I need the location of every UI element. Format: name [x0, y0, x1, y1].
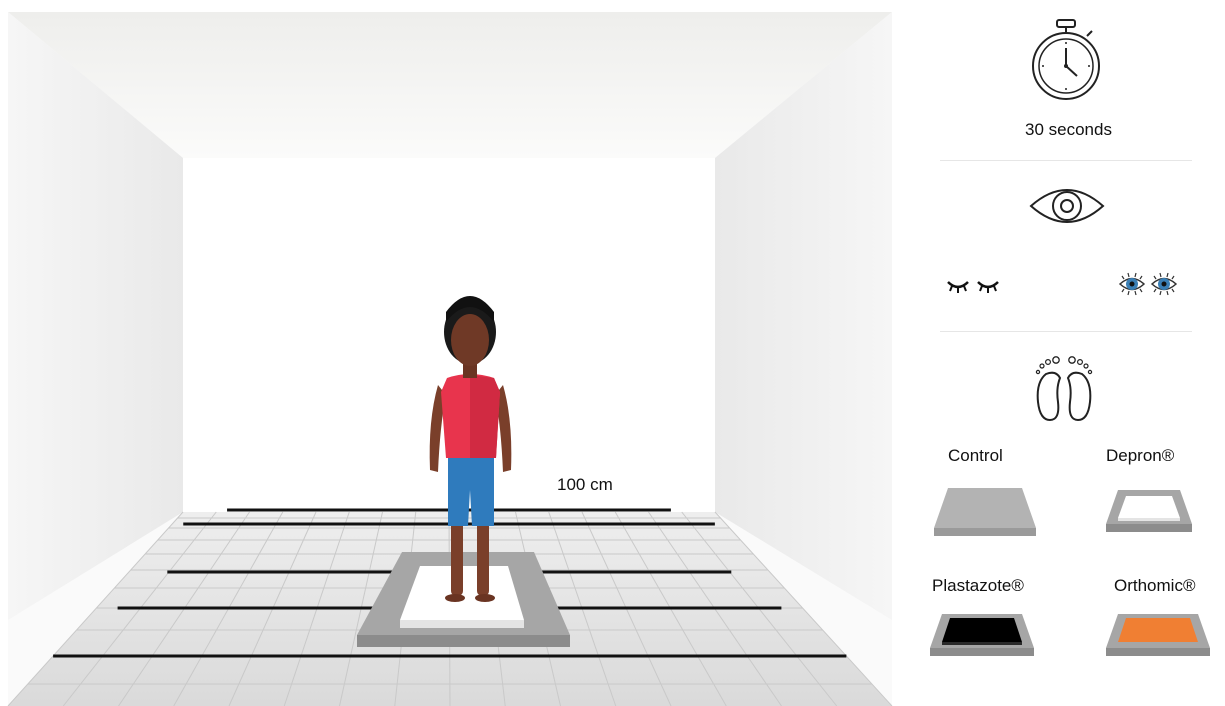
room-scene: 100 cm [0, 0, 900, 706]
surface-label-orthomic: Orthomic® [1114, 576, 1195, 596]
surface-label-depron: Depron® [1106, 446, 1174, 466]
eye-icon [1028, 180, 1106, 232]
divider [940, 160, 1192, 161]
surface-label-control: Control [948, 446, 1003, 466]
eyes-open-icon [1118, 271, 1178, 297]
timer-duration: 30 seconds [1000, 120, 1137, 140]
distance-label: 100 cm [557, 475, 613, 494]
divider [940, 331, 1192, 332]
eyes-closed-icon [946, 276, 1002, 296]
surface-mat-control [932, 486, 1038, 538]
surface-mat-orthomic [1104, 612, 1212, 658]
surface-mat-plastazote [928, 612, 1036, 658]
stopwatch-icon [1030, 18, 1102, 100]
feet-icon [1030, 352, 1098, 424]
surface-label-plastazote: Plastazote® [932, 576, 1024, 596]
surface-mat-depron [1104, 488, 1194, 534]
